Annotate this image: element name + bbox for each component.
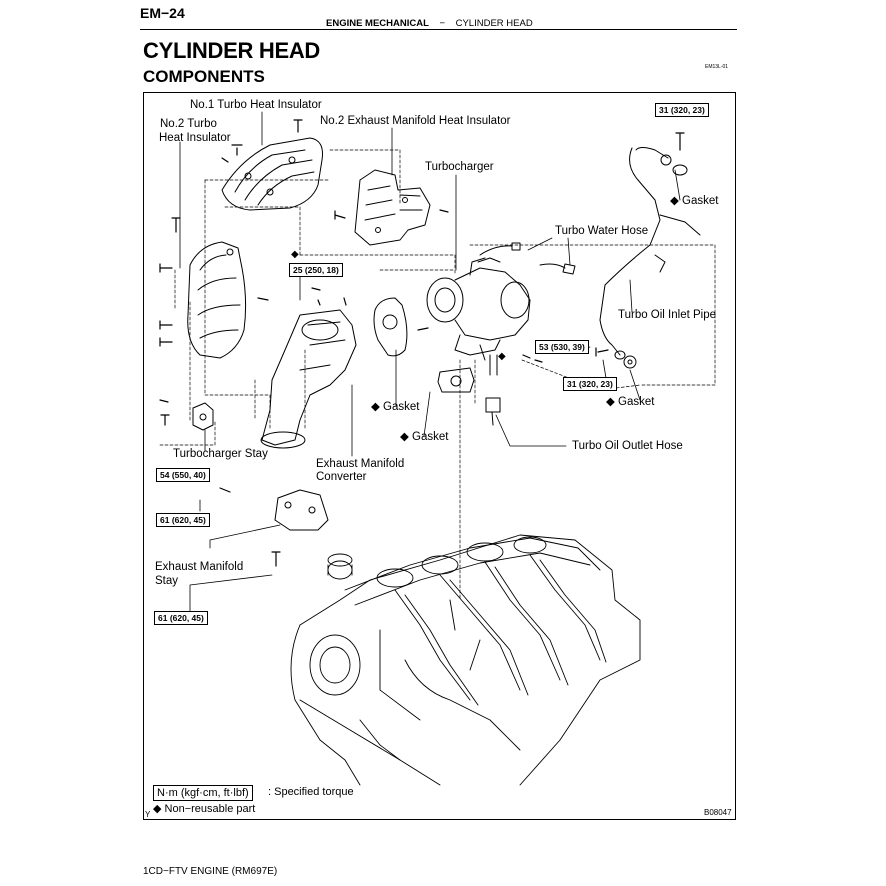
label-gasket-oil-pipe-upper: ◆ Gasket: [670, 195, 719, 207]
torque-31-mid: 31 (320, 23): [563, 377, 617, 391]
figure-id: B08047: [704, 808, 732, 817]
header-section: ENGINE MECHANICAL: [326, 18, 429, 29]
torque-31-top: 31 (320, 23): [655, 103, 709, 117]
torque-53: 53 (530, 39): [535, 340, 589, 354]
legend-nonreusable-part: ◆ Non−reusable part: [153, 803, 256, 815]
legend-specified-torque: : Specified torque: [268, 786, 354, 798]
label-turbo-water-hose: Turbo Water Hose: [555, 225, 649, 237]
page-footer: 1CD−FTV ENGINE (RM697E): [143, 866, 278, 877]
label-gasket-outlet: ◆ Gasket: [400, 431, 449, 443]
turbo-water-hose-shape: [479, 242, 576, 275]
assembly-guide-lines: [159, 149, 716, 601]
turbocharger-shape: [426, 257, 531, 361]
label-no2-exhaust-manifold-heat-insulator: No.2 Exhaust Manifold Heat Insulator: [320, 115, 511, 127]
label-gasket-oil-pipe-lower: ◆ Gasket: [606, 396, 655, 408]
label-turbocharger: Turbocharger: [425, 161, 494, 173]
no2-turbo-heat-insulator-shape: [187, 241, 247, 359]
figure-code: EM13L-01: [705, 64, 729, 70]
outlet-gasket-shape: [437, 367, 475, 393]
label-exhaust-manifold-converter-line1: Exhaust Manifold: [316, 458, 405, 470]
diagram-frame: [143, 92, 736, 820]
label-gasket-manifold: ◆ Gasket: [371, 401, 420, 413]
header-rule: [140, 29, 737, 30]
engine-block-outline: [290, 534, 641, 786]
exhaust-manifold-converter-shape: [260, 309, 357, 449]
nonreusable-marker-53: ◆: [498, 351, 506, 362]
page-title: CYLINDER HEAD: [143, 38, 320, 63]
torque-25: 25 (250, 18): [289, 263, 343, 277]
header-subsection: CYLINDER HEAD: [455, 18, 533, 29]
torque-61-lower: 61 (620, 45): [154, 611, 208, 625]
page-subtitle: COMPONENTS: [143, 67, 265, 86]
leader-lines: [179, 111, 681, 613]
label-turbo-oil-outlet-hose: Turbo Oil Outlet Hose: [572, 440, 683, 452]
compass-mark: Y: [145, 810, 151, 819]
exhaust-manifold-stay-shape: [274, 489, 329, 531]
label-exhaust-manifold-converter-line2: Converter: [316, 471, 367, 483]
label-turbocharger-stay: Turbocharger Stay: [173, 448, 268, 460]
no1-turbo-heat-insulator-shape: [221, 137, 323, 211]
page-number: EM−24: [140, 5, 185, 21]
turbo-oil-outlet-hose-shape: [485, 354, 501, 426]
manifold-gasket-shape: [373, 297, 408, 357]
nonreusable-marker-25: ◆: [291, 249, 299, 260]
label-no2-turbo-heat-insulator-line1: No.2 Turbo: [160, 118, 217, 130]
torque-61-upper: 61 (620, 45): [156, 513, 210, 527]
turbocharger-stay-shape: [192, 402, 214, 431]
bolts-and-nuts: [159, 119, 685, 567]
label-exhaust-manifold-stay-line2: Stay: [155, 575, 179, 587]
legend-unit-box: N·m (kgf·cm, ft·lbf): [153, 785, 253, 801]
no2-exhaust-manifold-heat-insulator-shape: [354, 169, 431, 246]
running-header: ENGINE MECHANICAL − CYLINDER HEAD: [326, 18, 533, 29]
label-turbo-oil-inlet-pipe: Turbo Oil Inlet Pipe: [618, 309, 717, 321]
label-no2-turbo-heat-insulator-line2: Heat Insulator: [159, 132, 231, 144]
label-no1-turbo-heat-insulator: No.1 Turbo Heat Insulator: [190, 99, 322, 111]
torque-54: 54 (550, 40): [156, 468, 210, 482]
header-separator: −: [439, 18, 446, 29]
label-exhaust-manifold-stay-line1: Exhaust Manifold: [155, 561, 244, 573]
oil-pipe-gaskets-shape: [614, 164, 688, 360]
turbo-oil-inlet-pipe-shape: [599, 147, 701, 369]
